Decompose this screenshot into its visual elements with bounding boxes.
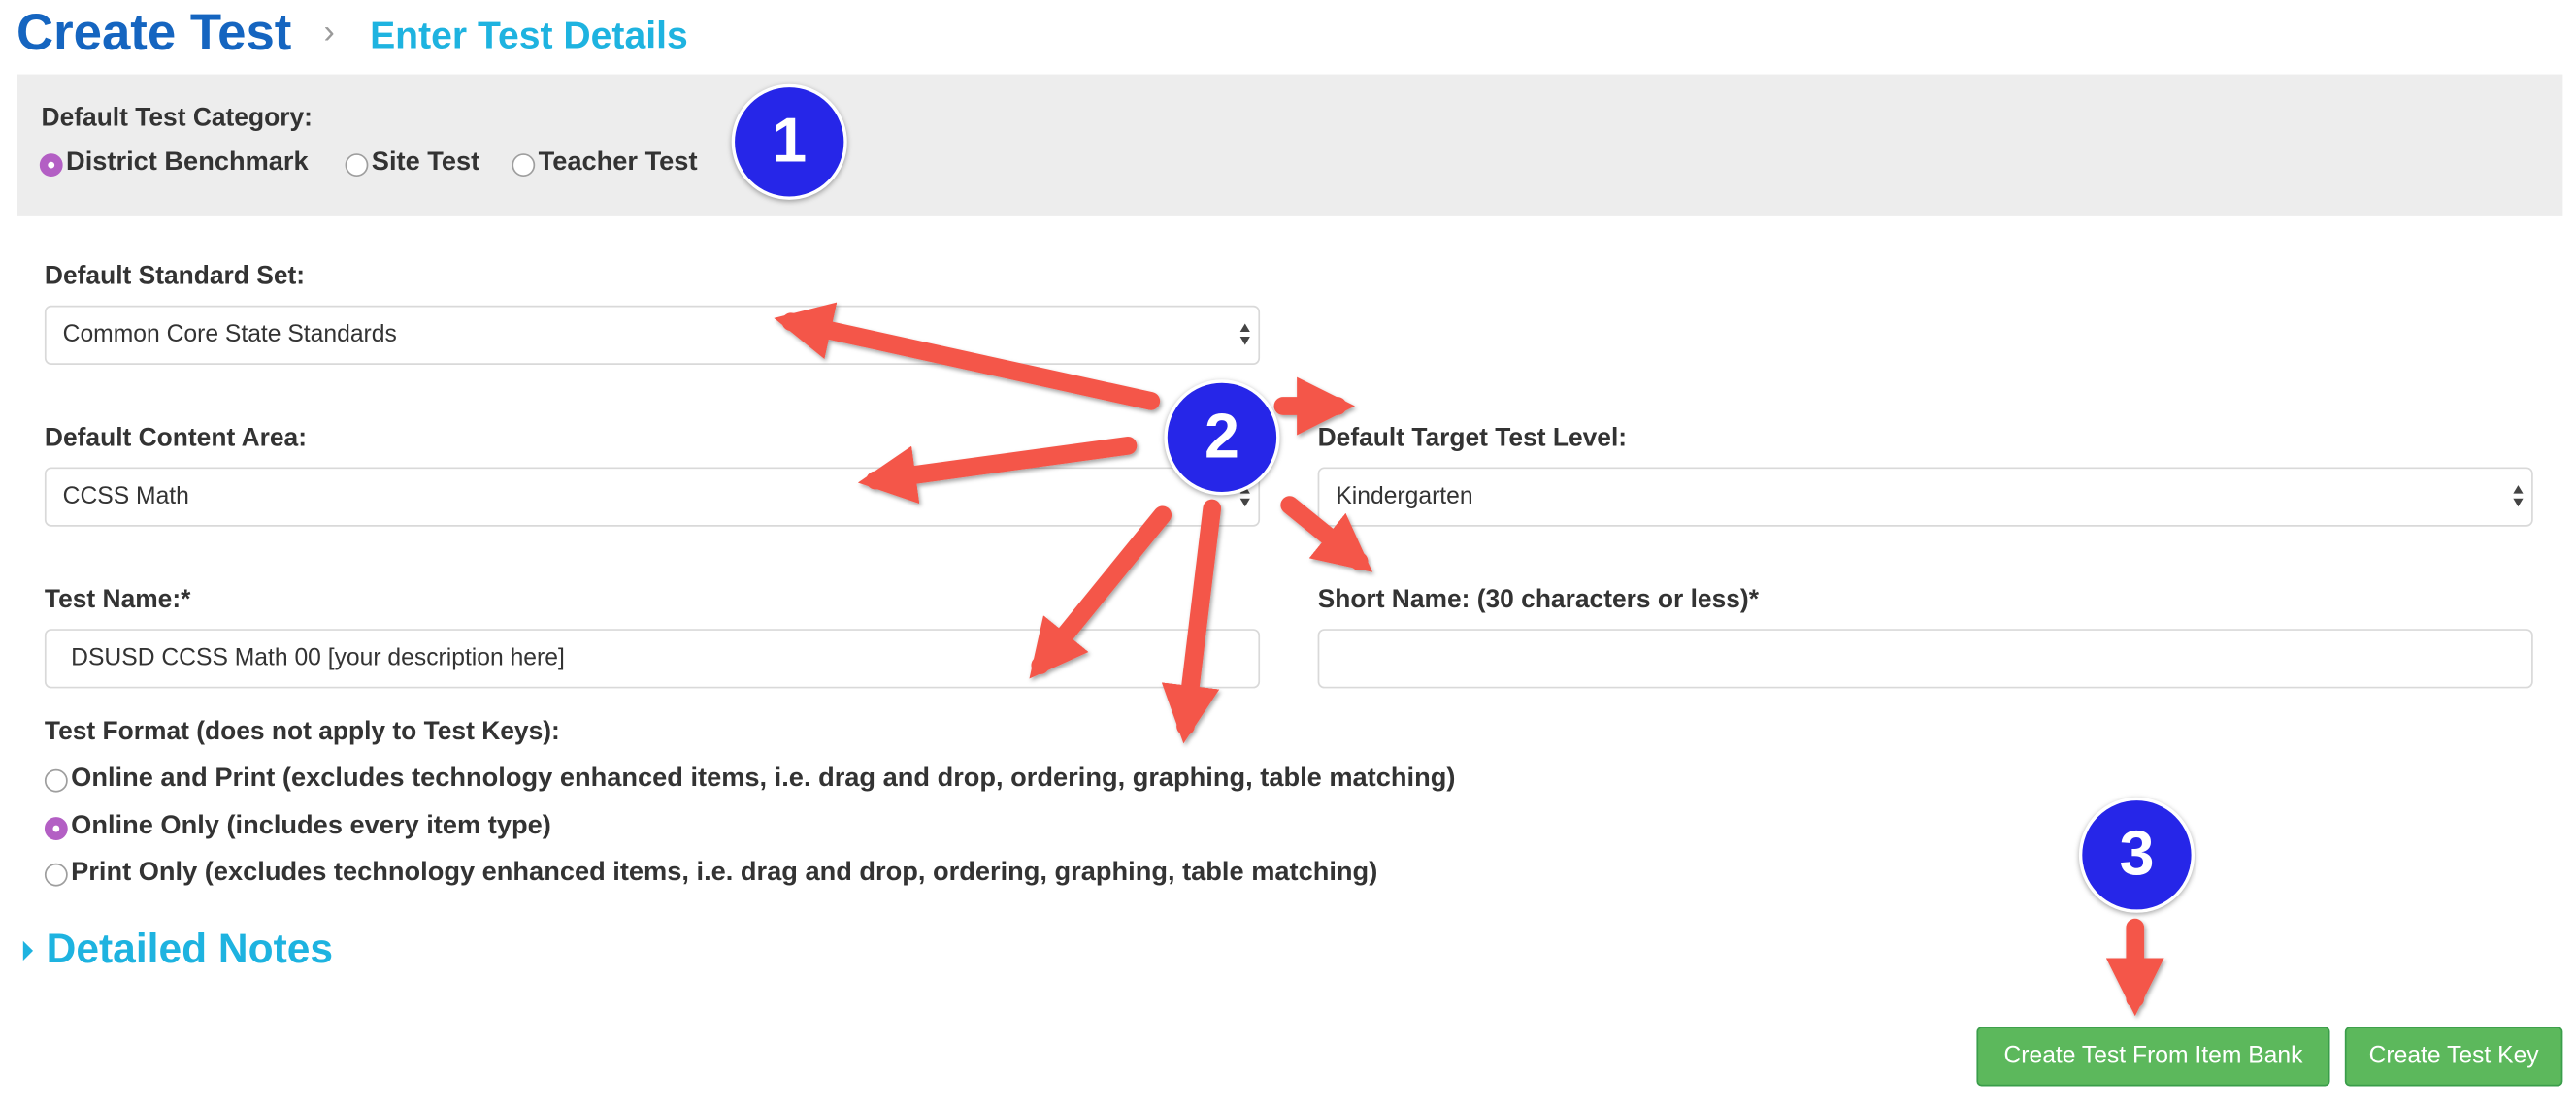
test-format-label: Test Format (does not apply to Test Keys…: [44, 718, 560, 746]
radio-label-teacher-test[interactable]: Teacher Test: [538, 148, 698, 178]
standard-set-select[interactable]: Common Core State Standards: [44, 305, 1261, 365]
select-arrows-icon: [2513, 483, 2524, 509]
test-category-panel: [17, 74, 2563, 216]
radio-site-test[interactable]: [345, 153, 369, 178]
target-level-select[interactable]: Kindergarten: [1317, 467, 2533, 527]
test-name-input[interactable]: DSUSD CCSS Math 00 [your description her…: [44, 629, 1261, 689]
content-area-value: CCSS Math: [62, 483, 189, 510]
test-name-value: DSUSD CCSS Math 00 [your description her…: [71, 645, 565, 672]
target-level-value: Kindergarten: [1336, 483, 1473, 510]
step-badge-1: 1: [731, 83, 847, 200]
target-level-label: Default Target Test Level:: [1317, 424, 1628, 453]
select-arrows-icon: [1239, 322, 1250, 348]
test-category-label: Default Test Category:: [41, 104, 313, 133]
radio-online-only[interactable]: [44, 817, 68, 840]
create-test-from-item-bank-button[interactable]: Create Test From Item Bank: [1976, 1027, 2330, 1087]
page-title: Create Test: [17, 3, 292, 61]
create-test-key-button[interactable]: Create Test Key: [2344, 1027, 2563, 1087]
radio-district-benchmark[interactable]: [39, 153, 63, 178]
standard-set-label: Default Standard Set:: [44, 262, 306, 291]
radio-label-print-only[interactable]: Print Only (excludes technology enhanced…: [71, 858, 1378, 887]
content-area-select[interactable]: CCSS Math: [44, 467, 1261, 527]
radio-print-only[interactable]: [44, 863, 68, 887]
radio-label-district-benchmark[interactable]: District Benchmark: [66, 148, 309, 178]
breadcrumb-current-step: Enter Test Details: [370, 13, 688, 56]
breadcrumb-separator: ›: [323, 15, 335, 51]
radio-online-and-print[interactable]: [44, 768, 68, 793]
radio-teacher-test[interactable]: [512, 153, 536, 178]
caret-right-icon[interactable]: [19, 926, 43, 968]
content-area-label: Default Content Area:: [44, 424, 308, 453]
arrow-to-test-format: [1161, 499, 1222, 744]
standard-set-value: Common Core State Standards: [62, 321, 397, 348]
short-name-input[interactable]: [1317, 629, 2533, 689]
step-badge-2: 2: [1164, 379, 1280, 496]
detailed-notes-toggle[interactable]: Detailed Notes: [46, 926, 334, 973]
test-name-label: Test Name:*: [44, 585, 191, 614]
step-badge-3: 3: [2078, 797, 2196, 913]
radio-label-site-test[interactable]: Site Test: [371, 148, 480, 178]
radio-label-online-only[interactable]: Online Only (includes every item type): [71, 812, 551, 840]
short-name-label: Short Name: (30 characters or less)*: [1317, 585, 1759, 614]
radio-label-online-and-print[interactable]: Online and Print (excludes technology en…: [71, 764, 1456, 793]
